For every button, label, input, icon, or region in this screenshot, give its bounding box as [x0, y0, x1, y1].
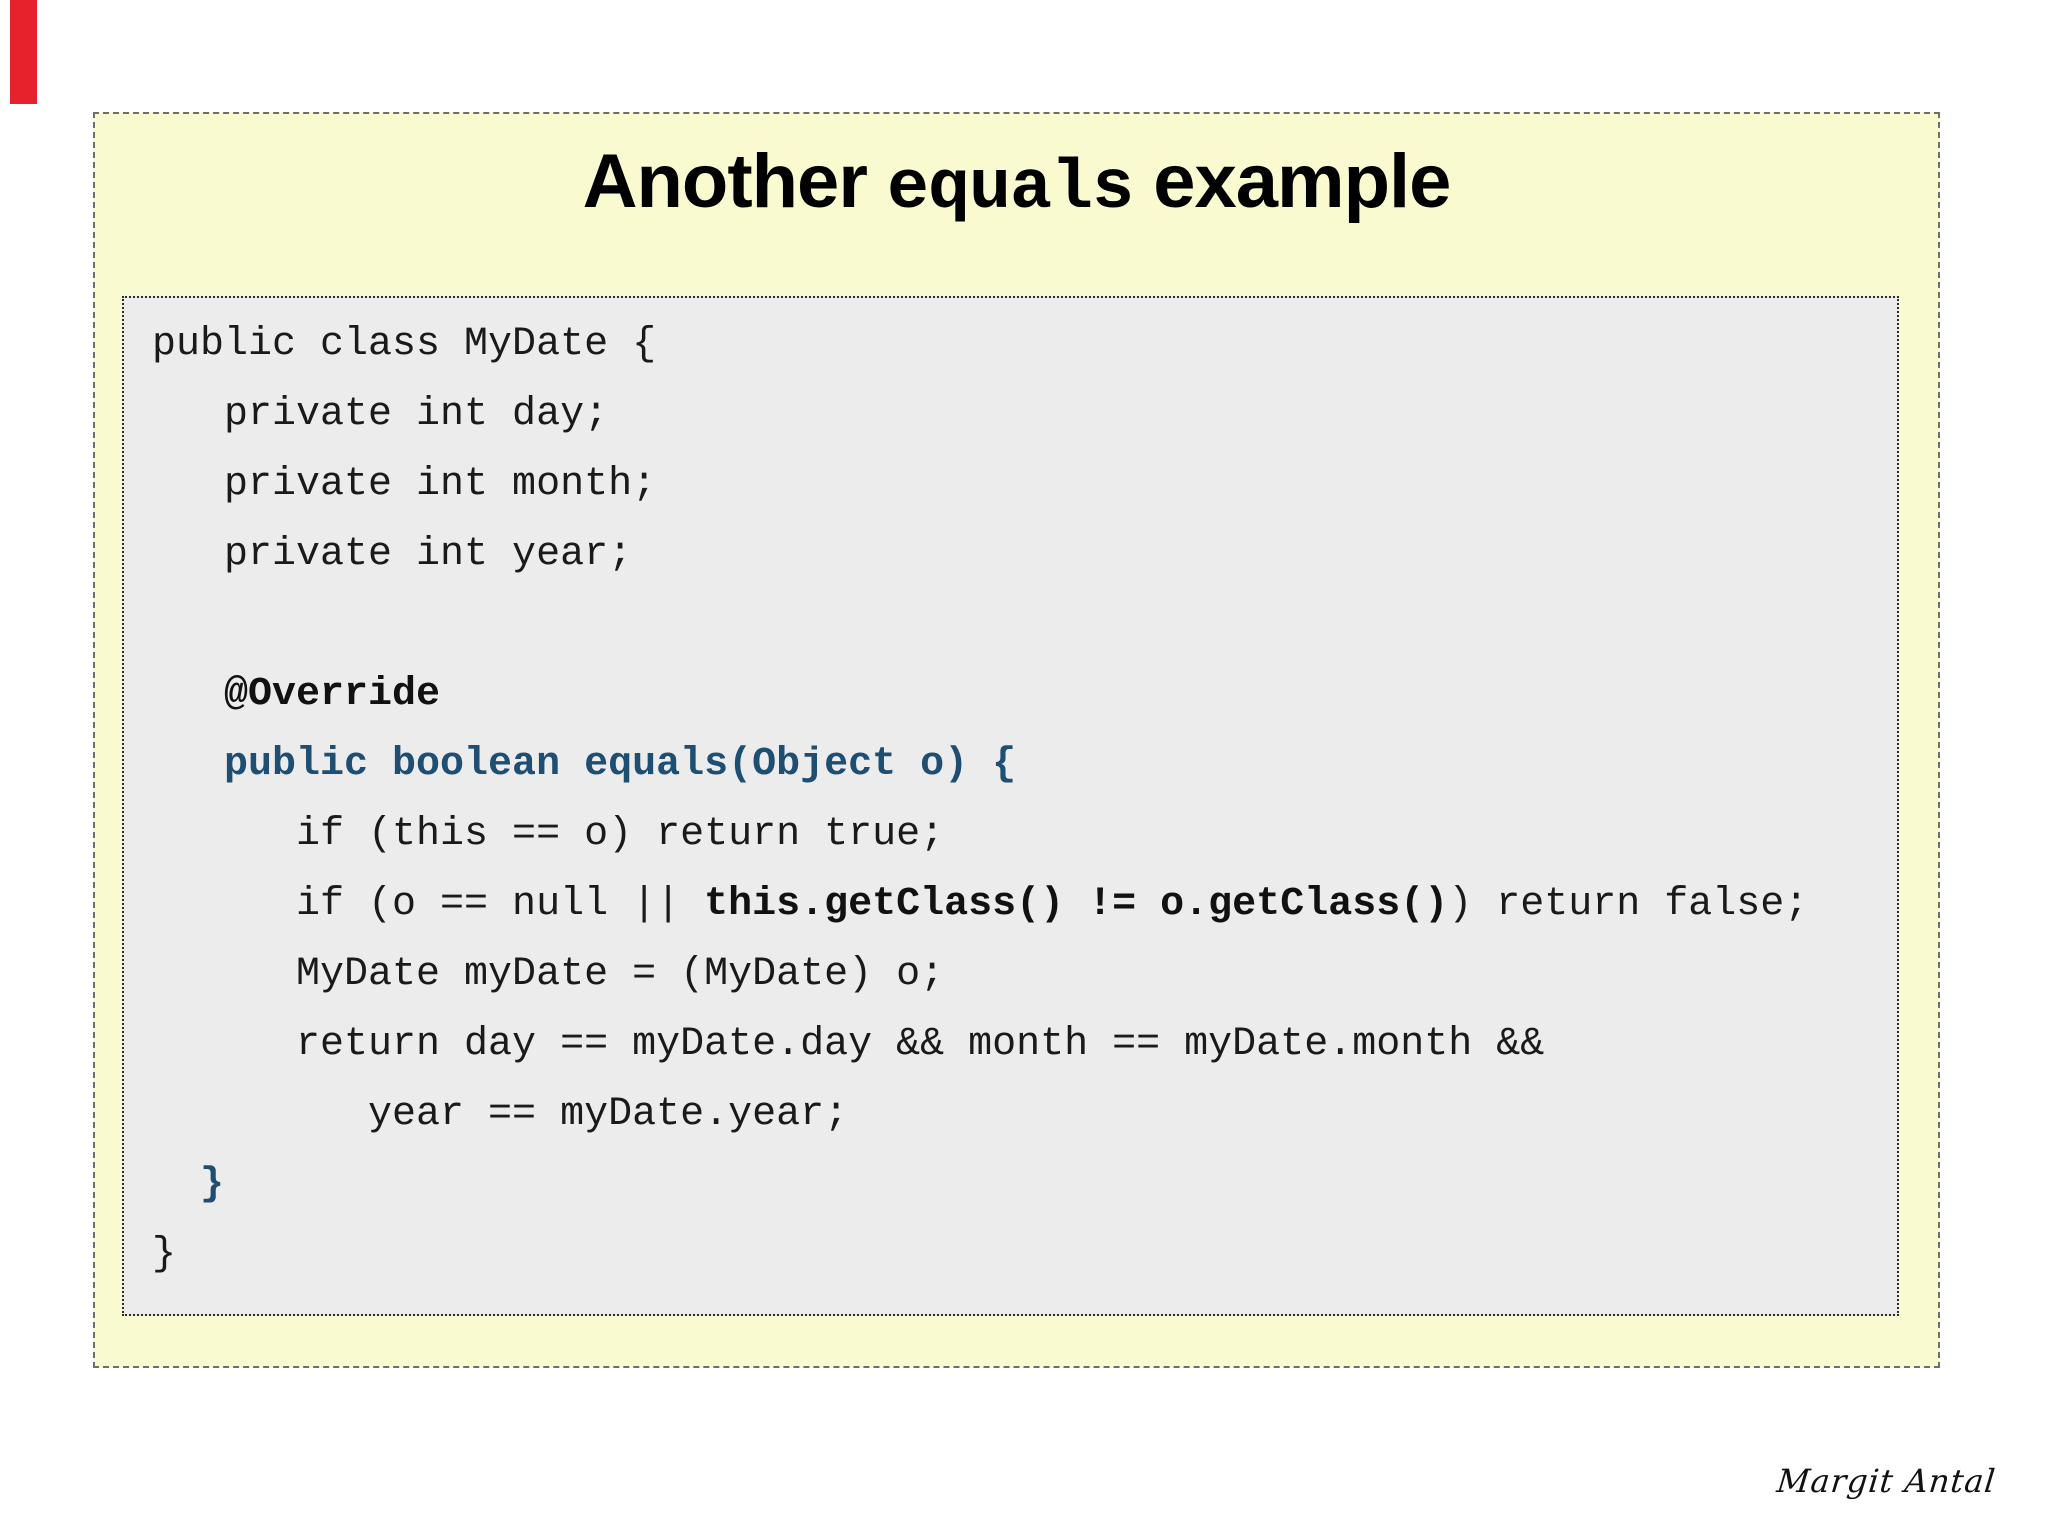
- code-segment: public class MyDate {: [152, 322, 657, 367]
- code-line: year == myDate.year;: [152, 1080, 1897, 1150]
- code-segment: public boolean equals(Object o) {: [152, 742, 1017, 787]
- code-segment: ) return false;: [1448, 882, 1809, 927]
- code-line: @Override: [152, 660, 1897, 730]
- code-line: MyDate myDate = (MyDate) o;: [152, 940, 1897, 1010]
- code-line: public boolean equals(Object o) {: [152, 730, 1897, 800]
- code-segment: private int month;: [152, 462, 657, 507]
- code-segment: year == myDate.year;: [152, 1092, 849, 1137]
- code-segment: return day == myDate.day && month == myD…: [152, 1022, 1545, 1067]
- slide: Another equals example public class MyDa…: [93, 112, 1940, 1368]
- code-segment: MyDate myDate = (MyDate) o;: [152, 952, 945, 997]
- slide-title-prefix: Another: [582, 139, 888, 224]
- slide-title-suffix: example: [1133, 139, 1451, 224]
- code-line: [152, 590, 1897, 660]
- code-segment: }: [152, 1162, 225, 1207]
- red-page-marker: [10, 0, 37, 104]
- author-signature: Margit Antal: [1775, 1462, 1998, 1500]
- slide-title: Another equals example: [95, 138, 1938, 229]
- code-line: private int year;: [152, 520, 1897, 590]
- code-line: if (o == null || this.getClass() != o.ge…: [152, 870, 1897, 940]
- code-segment: private int year;: [152, 532, 633, 577]
- code-segment: private int day;: [152, 392, 609, 437]
- slide-title-mono-word: equals: [887, 150, 1134, 229]
- code-line: private int day;: [152, 380, 1897, 450]
- code-segment: if (this == o) return true;: [152, 812, 945, 857]
- code-line: if (this == o) return true;: [152, 800, 1897, 870]
- code-line: }: [152, 1150, 1897, 1220]
- code-line: public class MyDate {: [152, 310, 1897, 380]
- code-segment: this.getClass() != o.getClass(): [704, 882, 1449, 927]
- code-segment: if (o == null ||: [152, 882, 705, 927]
- code-line: return day == myDate.day && month == myD…: [152, 1010, 1897, 1080]
- code-segment: @Override: [152, 672, 441, 717]
- code-segment: }: [152, 1232, 177, 1277]
- code-line: }: [152, 1220, 1897, 1290]
- code-block: public class MyDate { private int day; p…: [122, 296, 1899, 1316]
- code-line: private int month;: [152, 450, 1897, 520]
